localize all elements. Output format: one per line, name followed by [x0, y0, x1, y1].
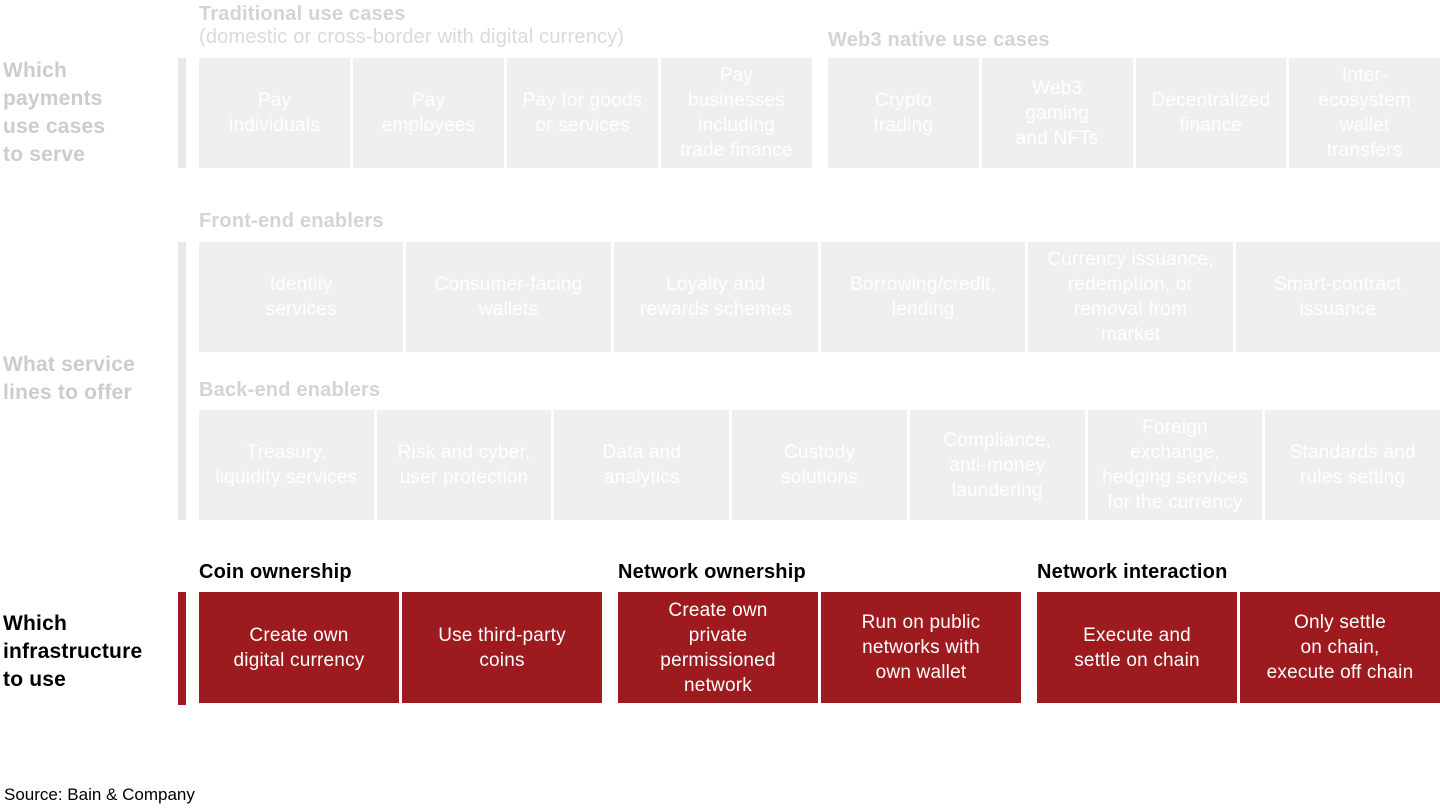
- back-end-enabler-boxes: Treasury, liquidity services Risk and cy…: [199, 410, 1440, 520]
- box-execute-settle-on-chain: Execute and settle on chain: [1037, 592, 1237, 703]
- row-label-which-infrastructure: Which infrastructure to use: [3, 612, 143, 691]
- box-treasury-liquidity: Treasury, liquidity services: [199, 410, 374, 520]
- box-pay-businesses: Pay businesses including trade finance: [661, 58, 812, 168]
- box-loyalty-rewards: Loyalty and rewards schemes: [613, 242, 818, 352]
- traditional-use-case-boxes: Pay individuals Pay employees Pay for go…: [199, 58, 812, 168]
- front-end-enabler-boxes: Identity services Consumer-facing wallet…: [199, 242, 1440, 352]
- box-currency-issuance: Currency issuance, redemption, or remova…: [1028, 242, 1233, 352]
- network-interaction-header: Network interaction: [1037, 561, 1228, 583]
- traditional-use-cases-subtitle: (domestic or cross-border with digital c…: [199, 26, 625, 48]
- source-attribution: Source: Bain & Company: [4, 785, 195, 804]
- box-inter-ecosystem-transfers: Inter- ecosystem wallet transfers: [1289, 58, 1440, 168]
- box-borrowing-credit: Borrowing/credit, lending: [820, 242, 1026, 352]
- traditional-use-cases-header-block: Traditional use cases (domestic or cross…: [199, 3, 624, 49]
- box-private-permissioned-network: Create own private permissioned network: [618, 592, 818, 703]
- traditional-use-cases-header: Traditional use cases: [199, 3, 406, 25]
- box-settle-on-chain-execute-off: Only settle on chain, execute off chain: [1240, 592, 1440, 703]
- row-label-which-payments-use-cases: Which payments use cases to serve: [3, 59, 106, 166]
- coin-ownership-header: Coin ownership: [199, 561, 352, 583]
- web3-native-use-cases-header: Web3 native use cases: [828, 29, 1050, 51]
- box-custody-solutions: Custody solutions: [732, 410, 907, 520]
- box-crypto-trading: Crypto trading: [828, 58, 979, 168]
- box-standards-rules: Standards and rules setting: [1265, 410, 1440, 520]
- box-third-party-coins: Use third-party coins: [402, 592, 602, 703]
- box-risk-cyber: Risk and cyber, user protection: [376, 410, 552, 520]
- box-data-analytics: Data and analytics: [554, 410, 730, 520]
- box-smart-contract-issuance: Smart-contract issuance: [1235, 242, 1440, 352]
- coin-ownership-boxes: Create own digital currency Use third-pa…: [199, 592, 602, 703]
- box-web3-gaming-nfts: Web3 gaming and NFTs: [981, 58, 1133, 168]
- use-cases-row-bar: [178, 58, 186, 168]
- web3-use-case-boxes: Crypto trading Web3 gaming and NFTs Dece…: [828, 58, 1440, 168]
- row-label-what-service-lines: What service lines to offer: [3, 353, 135, 404]
- box-public-networks-own-wallet: Run on public networks with own wallet: [821, 592, 1021, 703]
- box-foreign-exchange: Foreign exchange, hedging services for t…: [1087, 410, 1263, 520]
- box-identity-services: Identity services: [199, 242, 404, 352]
- box-pay-goods-services: Pay for goods or services: [507, 58, 658, 168]
- service-lines-row-bar: [178, 242, 186, 520]
- network-ownership-header: Network ownership: [618, 561, 806, 583]
- front-end-enablers-header: Front-end enablers: [199, 210, 384, 232]
- box-pay-individuals: Pay individuals: [199, 58, 350, 168]
- box-consumer-wallets: Consumer-facing wallets: [406, 242, 611, 352]
- box-decentralized-finance: Decentralized finance: [1135, 58, 1287, 168]
- network-interaction-boxes: Execute and settle on chain Only settle …: [1037, 592, 1440, 703]
- box-pay-employees: Pay employees: [353, 58, 504, 168]
- network-ownership-boxes: Create own private permissioned network …: [618, 592, 1021, 703]
- back-end-enablers-header: Back-end enablers: [199, 379, 381, 401]
- box-compliance-aml: Compliance, anti-money laundering: [909, 410, 1085, 520]
- box-create-own-currency: Create own digital currency: [199, 592, 399, 703]
- infrastructure-row-bar: [178, 592, 186, 705]
